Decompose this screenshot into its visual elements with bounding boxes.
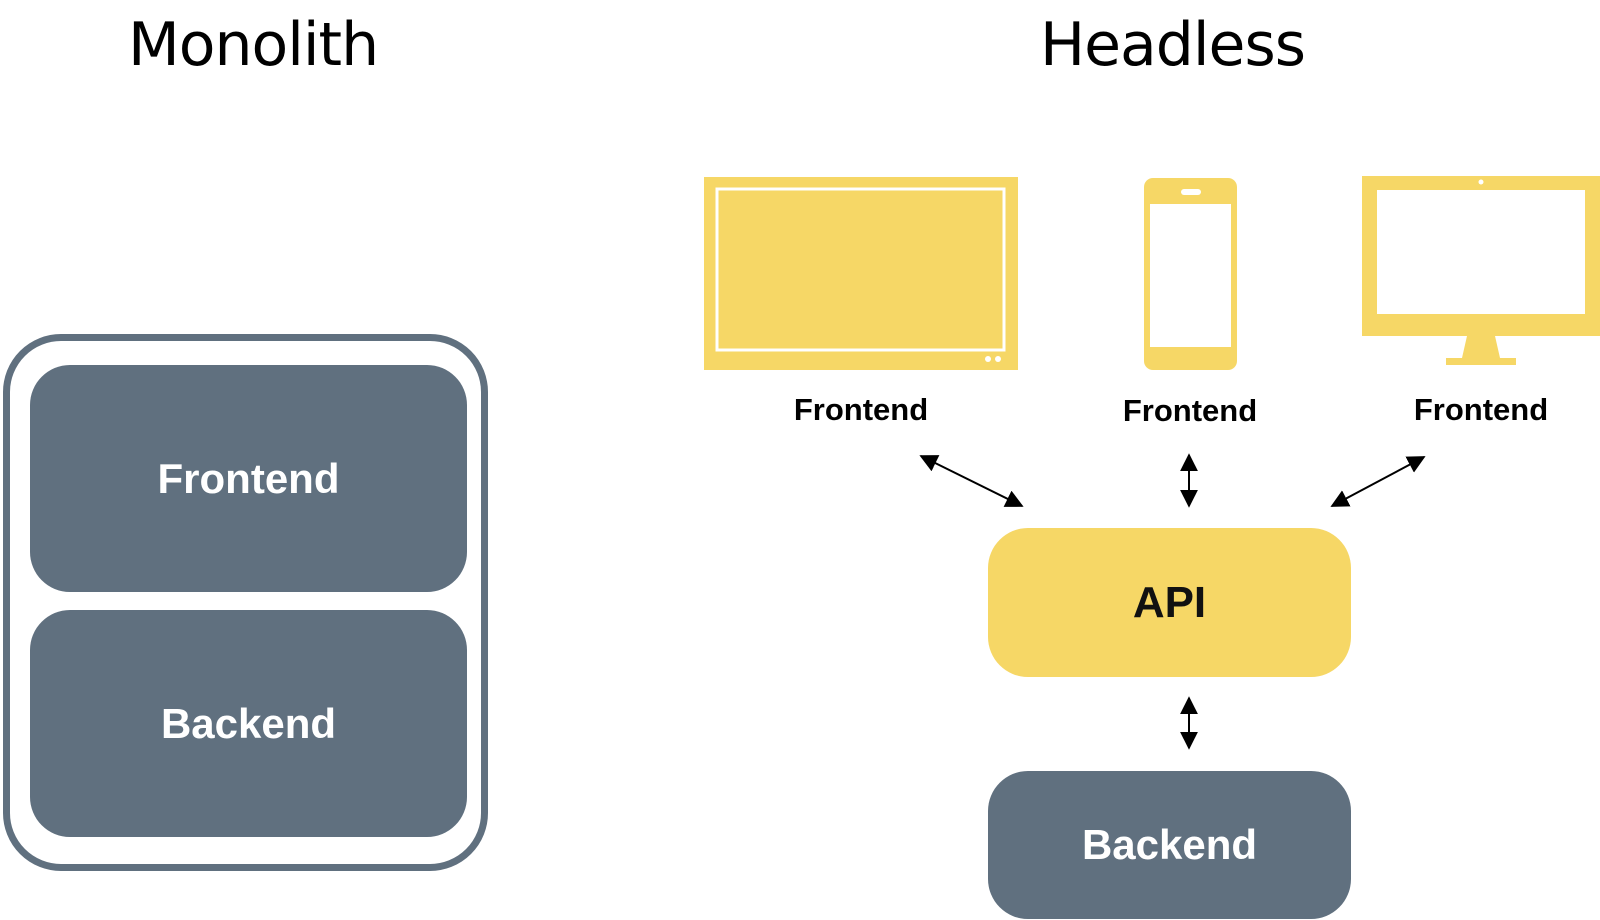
monolith-backend-block: Backend [30, 610, 467, 837]
monolith-frontend-label: Frontend [157, 454, 340, 502]
smartphone-icon [1144, 178, 1237, 370]
headless-backend-block: Backend [988, 771, 1351, 919]
api-block: API [988, 528, 1351, 677]
tablet-icon [704, 177, 1018, 370]
arrow-tablet-api [919, 455, 1024, 507]
desktop-monitor-icon [1362, 176, 1600, 365]
headless-backend-label: Backend [1081, 821, 1258, 868]
monitor-frontend-label: Frontend [1413, 392, 1549, 427]
monolith-container [3, 334, 488, 871]
monolith-backend-label: Backend [160, 699, 337, 747]
tablet-frontend-label: Frontend [793, 392, 929, 427]
phone-frontend-label: Frontend [1122, 393, 1258, 428]
monolith-frontend-block: Frontend [30, 365, 467, 592]
arrow-monitor-api [1330, 456, 1426, 507]
monolith-title: Monolith [128, 10, 379, 80]
headless-title: Headless [1040, 10, 1306, 80]
api-label: API [1132, 577, 1207, 627]
